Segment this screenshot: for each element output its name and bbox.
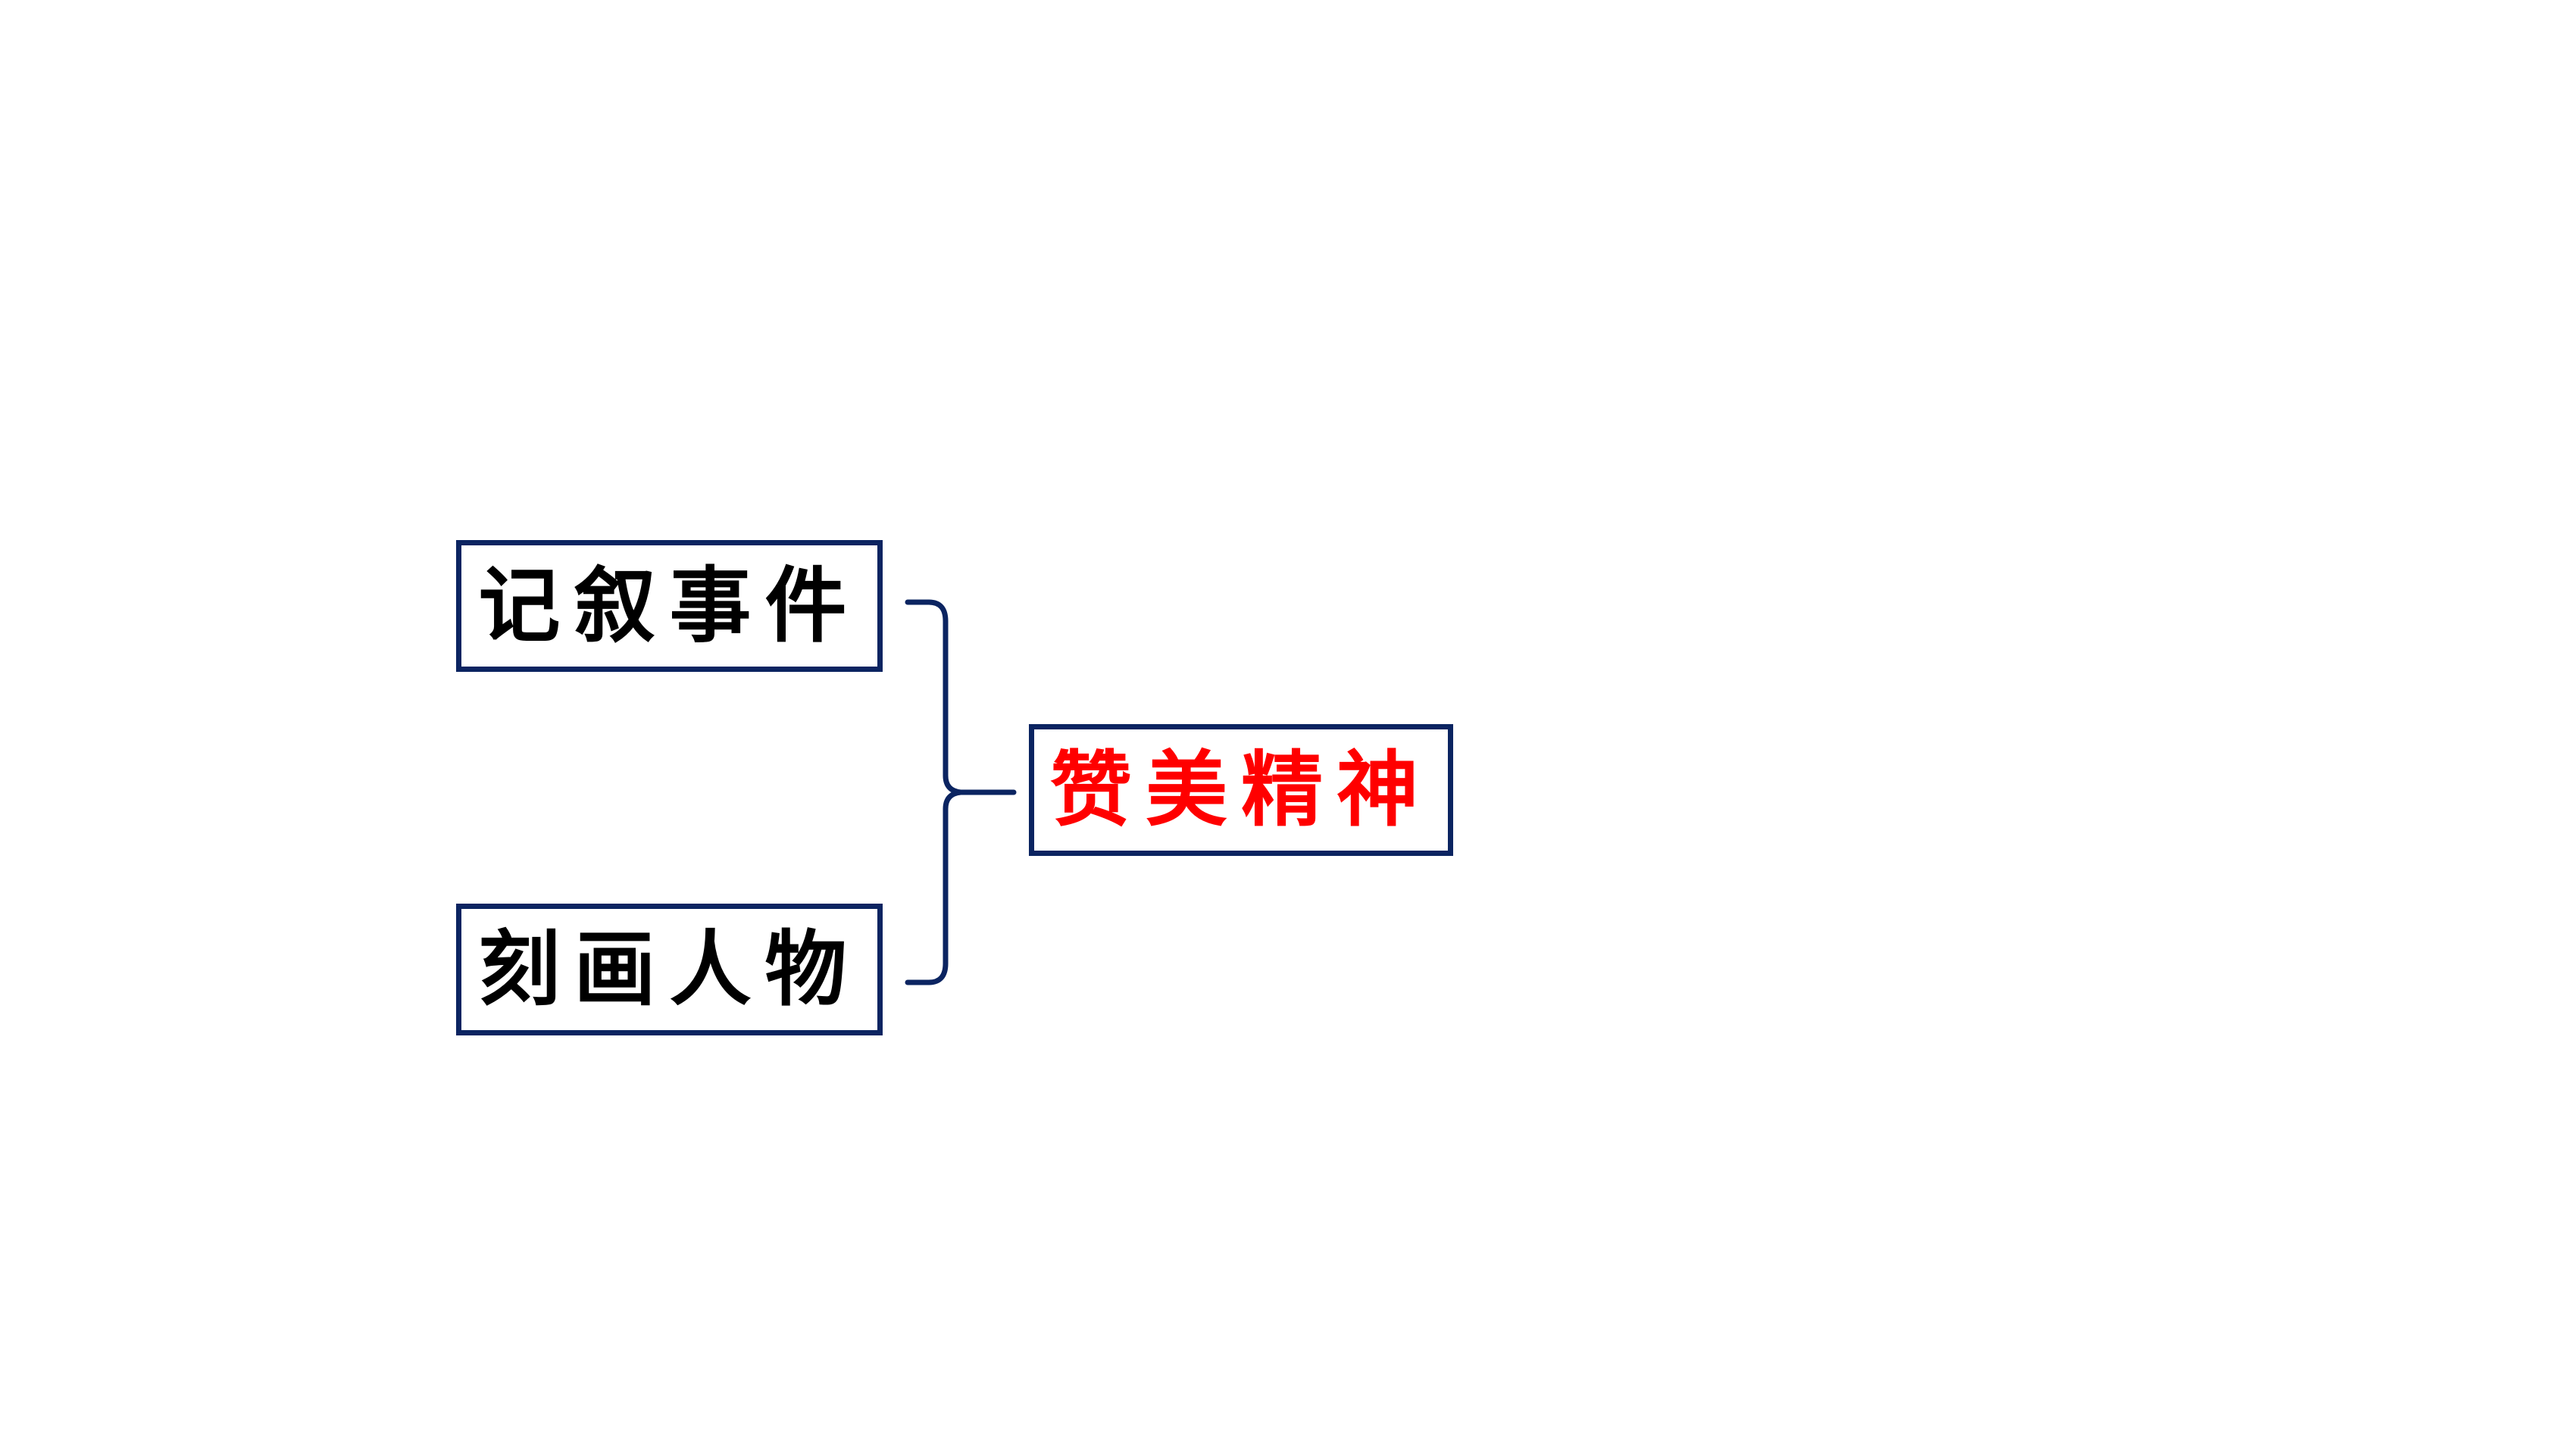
curly-brace [905,599,964,985]
node-spirit: 赞美精神 [1029,724,1453,856]
node-event: 记叙事件 [456,540,883,672]
node-character: 刻画人物 [456,904,883,1035]
node-character-label: 刻画人物 [478,922,861,1017]
node-event-label: 记叙事件 [478,558,861,654]
node-spirit-label: 赞美精神 [1049,742,1432,838]
